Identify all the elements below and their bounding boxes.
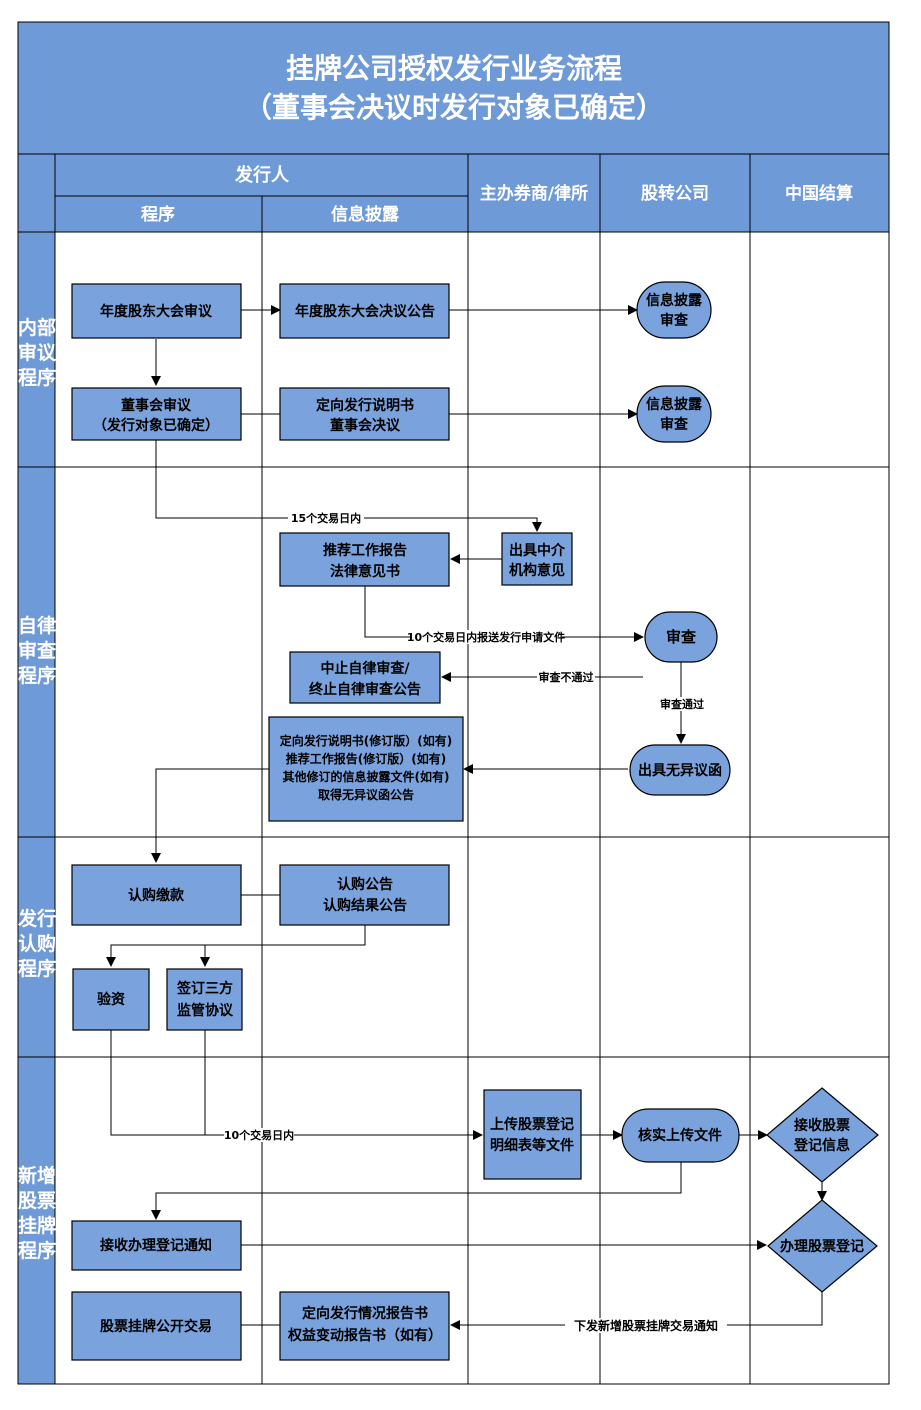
node-review-2: 信息披露 审查 (636, 385, 712, 443)
svg-text:自律: 自律 (18, 614, 56, 637)
label-review-fail: 审查不通过 (539, 670, 594, 684)
svg-text:权益变动报告书（如有）: 权益变动报告书（如有） (287, 1327, 442, 1344)
header-procedure: 程序 (141, 204, 175, 225)
svg-text:验资: 验资 (97, 991, 125, 1008)
node-receive-registration-info: 接收股票 登记信息 (766, 1087, 879, 1183)
svg-text:董事会决议: 董事会决议 (330, 417, 401, 434)
svg-text:明细表等文件: 明细表等文件 (490, 1137, 574, 1154)
page-subtitle: （董事会决议时发行对象已确定） (244, 91, 664, 124)
svg-text:定向发行说明书: 定向发行说明书 (316, 397, 414, 414)
svg-text:认购: 认购 (18, 932, 56, 955)
header-neeq: 股转公司 (641, 183, 709, 204)
phase-subscribe: 发行 认购 程序 (17, 907, 56, 980)
header-disclosure: 信息披露 (331, 204, 400, 225)
label-15-days: 15个交易日内 (291, 511, 361, 525)
header-underwriter: 主办券商/律所 (480, 183, 588, 204)
svg-text:信息披露: 信息披露 (646, 292, 703, 309)
svg-text:审查: 审查 (660, 312, 689, 329)
svg-text:审查: 审查 (18, 639, 57, 662)
node-review-3: 审查 (644, 611, 718, 663)
svg-text:审议: 审议 (18, 341, 57, 364)
phase-internal: 内部 审议 程序 (18, 316, 57, 389)
label-10-days: 10个交易日内 (224, 1128, 294, 1142)
svg-text:程序: 程序 (18, 1239, 56, 1262)
svg-text:认购结果公告: 认购结果公告 (323, 897, 407, 914)
node-agm: 年度股东大会审议 (71, 283, 242, 339)
svg-text:董事会审议: 董事会审议 (121, 397, 192, 414)
node-board-notice: 定向发行说明书 董事会决议 (279, 387, 450, 441)
phase-selfreg: 自律 审查 程序 (18, 614, 57, 687)
svg-text:认购缴款: 认购缴款 (128, 887, 185, 904)
svg-text:股票: 股票 (18, 1190, 56, 1212)
svg-text:办理股票登记: 办理股票登记 (780, 1238, 864, 1255)
svg-text:定向发行情况报告书: 定向发行情况报告书 (302, 1305, 428, 1322)
svg-text:信息披露: 信息披露 (646, 396, 703, 413)
page-title: 挂牌公司授权发行业务流程 (286, 52, 622, 85)
node-subscription: 认购缴款 (71, 864, 242, 926)
label-listing-notice: 下发新增股票挂牌交易通知 (574, 1318, 718, 1333)
node-tripartite-agreement: 签订三方 监管协议 (166, 968, 243, 1031)
node-board: 董事会审议 （发行对象已确定） (71, 387, 242, 441)
svg-text:挂牌: 挂牌 (18, 1214, 56, 1237)
svg-text:年度股东大会决议公告: 年度股东大会决议公告 (295, 303, 435, 320)
phase-listing: 新增 股票 挂牌 程序 (18, 1164, 56, 1262)
svg-text:认购公告: 认购公告 (337, 876, 393, 893)
svg-text:中止自律审查/: 中止自律审查/ (320, 660, 410, 677)
node-subscription-notice: 认购公告 认购结果公告 (279, 864, 450, 926)
svg-text:接收办理登记通知: 接收办理登记通知 (100, 1237, 212, 1254)
svg-text:新增: 新增 (18, 1164, 56, 1187)
svg-text:机构意见: 机构意见 (509, 562, 565, 579)
header-row (17, 153, 890, 233)
svg-text:接收股票: 接收股票 (794, 1117, 850, 1134)
svg-text:法律意见书: 法律意见书 (330, 563, 400, 580)
label-10-days-submit: 10个交易日内报送发行申请文件 (407, 630, 565, 644)
svg-text:推荐工作报告(修订版）(如有): 推荐工作报告(修订版）(如有) (286, 751, 446, 766)
svg-text:签订三方: 签订三方 (176, 980, 233, 997)
svg-text:审查: 审查 (660, 416, 689, 433)
svg-text:监管协议: 监管协议 (177, 1002, 234, 1019)
node-receive-notice: 接收办理登记通知 (71, 1220, 242, 1271)
header-csdc: 中国结算 (785, 183, 853, 204)
node-issuance-report: 定向发行情况报告书 权益变动报告书（如有） (279, 1291, 450, 1361)
svg-text:定向发行说明书(修订版）(如有): 定向发行说明书(修订版）(如有) (280, 733, 452, 748)
svg-text:股票挂牌公开交易: 股票挂牌公开交易 (100, 1318, 212, 1335)
svg-text:程序: 程序 (18, 957, 56, 980)
node-review-1: 信息披露 审查 (636, 281, 712, 339)
node-capital-verification: 验资 (72, 968, 150, 1031)
svg-text:（发行对象已确定）: （发行对象已确定） (93, 417, 219, 434)
title-banner (17, 21, 890, 155)
svg-text:核实上传文件: 核实上传文件 (638, 1127, 722, 1144)
label-review-pass: 审查通过 (660, 697, 704, 711)
node-agm-notice: 年度股东大会决议公告 (279, 283, 450, 339)
node-revised-docs: 定向发行说明书(修订版）(如有) 推荐工作报告(修订版）(如有) 其他修订的信息… (268, 716, 464, 822)
svg-text:终止自律审查公告: 终止自律审查公告 (309, 681, 421, 698)
svg-text:发行: 发行 (17, 907, 56, 930)
svg-text:年度股东大会审议: 年度股东大会审议 (100, 303, 213, 320)
svg-text:出具中介: 出具中介 (509, 542, 566, 559)
svg-text:程序: 程序 (18, 664, 56, 687)
svg-text:推荐工作报告: 推荐工作报告 (323, 542, 407, 559)
svg-text:取得无异议函公告: 取得无异议函公告 (318, 787, 414, 802)
svg-text:程序: 程序 (18, 366, 56, 389)
node-upload-files: 上传股票登记 明细表等文件 (483, 1089, 582, 1180)
node-no-objection: 出具无异议函 (629, 744, 731, 796)
node-check-upload: 核实上传文件 (621, 1108, 740, 1163)
node-suspend-notice: 中止自律审查/ 终止自律审查公告 (289, 651, 441, 704)
svg-text:上传股票登记: 上传股票登记 (490, 1116, 574, 1133)
svg-text:出具无异议函: 出具无异议函 (638, 762, 722, 779)
node-intermediary: 出具中介 机构意见 (501, 532, 573, 586)
svg-text:登记信息: 登记信息 (793, 1137, 850, 1154)
header-issuer: 发行人 (234, 164, 290, 186)
node-stock-registration: 办理股票登记 (767, 1199, 878, 1293)
svg-text:其他修订的信息披露文件(如有): 其他修订的信息披露文件(如有) (283, 769, 450, 784)
node-recommend-report: 推荐工作报告 法律意见书 (279, 532, 450, 587)
node-listing-trading: 股票挂牌公开交易 (71, 1291, 242, 1361)
svg-text:内部: 内部 (18, 316, 56, 339)
svg-text:审查: 审查 (666, 628, 697, 646)
